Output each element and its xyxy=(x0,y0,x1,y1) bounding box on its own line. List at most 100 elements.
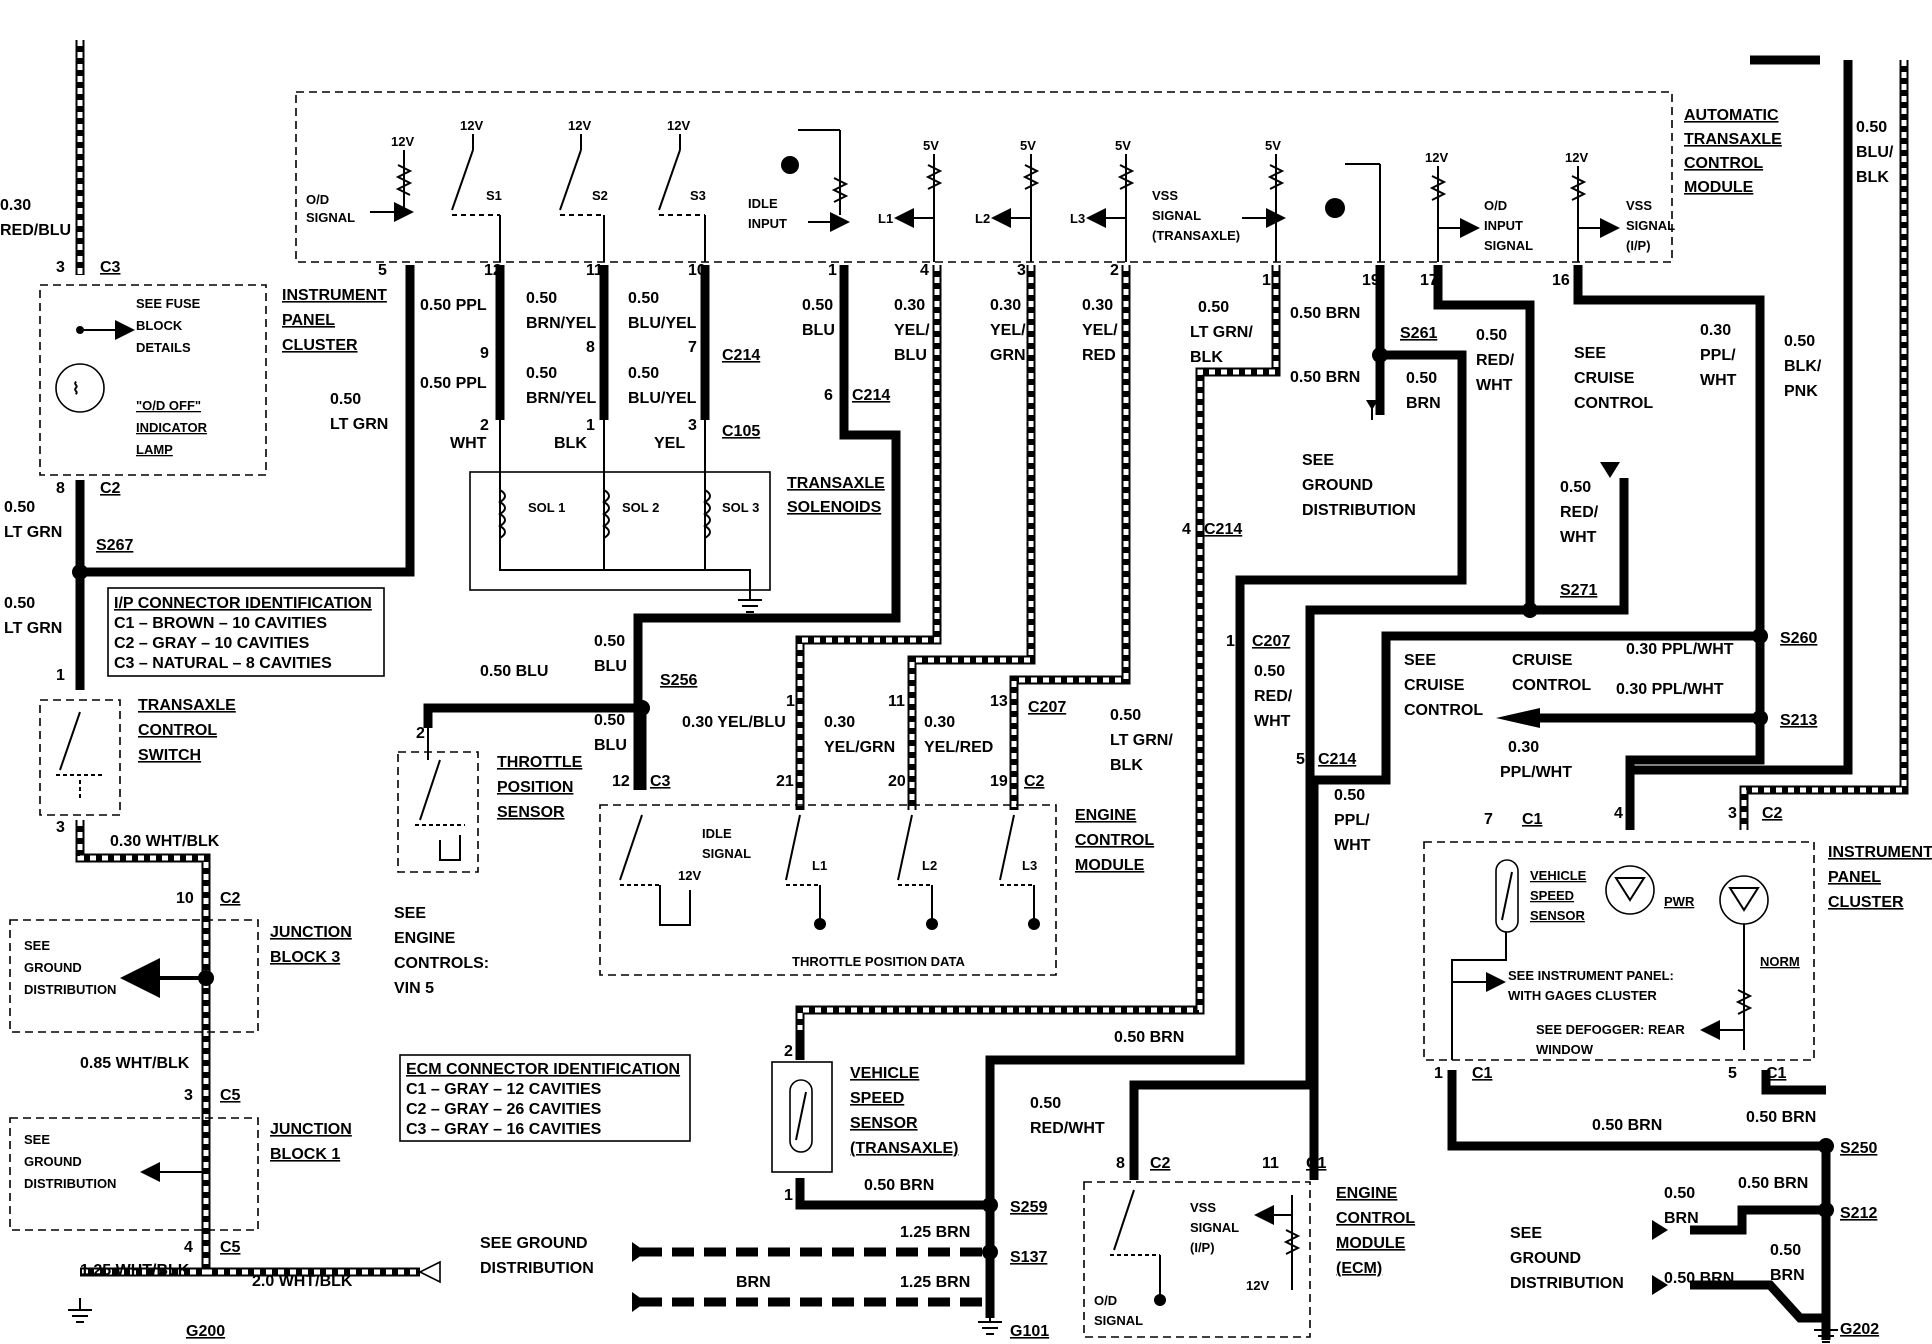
solenoid-box xyxy=(469,471,771,591)
jb3-label: JUNCTION BLOCK 3 xyxy=(270,924,352,966)
svg-text:SEE: SEE xyxy=(1404,652,1436,669)
svg-text:BRN: BRN xyxy=(1664,1210,1699,1227)
svg-text:PPL/WHT: PPL/WHT xyxy=(1500,764,1572,781)
svg-text:0.50: 0.50 xyxy=(1406,370,1437,387)
ecm-bot-box xyxy=(1083,1181,1311,1338)
svg-text:RED/WHT: RED/WHT xyxy=(1030,1120,1105,1137)
svg-text:CONTROL: CONTROL xyxy=(1574,395,1653,412)
svg-text:LT GRN: LT GRN xyxy=(4,620,62,637)
svg-text:21: 21 xyxy=(776,773,794,790)
vss-trans-label: VEHICLE SPEED SENSOR (TRANSAXLE) xyxy=(850,1065,958,1157)
ipc-right-box xyxy=(1423,841,1815,1061)
svg-text:"O/D OFF": "O/D OFF" xyxy=(136,398,201,413)
ip-connector-id-box xyxy=(107,587,385,677)
svg-text:INSTRUMENT: INSTRUMENT xyxy=(1828,844,1932,861)
svg-text:CONTROL: CONTROL xyxy=(1684,155,1763,172)
tcm-label: AUTOMATIC TRANSAXLE CONTROL MODULE xyxy=(1684,107,1782,196)
svg-text:S212: S212 xyxy=(1840,1205,1877,1222)
svg-text:0.30 PPL/WHT: 0.30 PPL/WHT xyxy=(1626,641,1734,658)
svg-text:MODULE: MODULE xyxy=(1684,179,1754,196)
svg-text:SEE INSTRUMENT PANEL:: SEE INSTRUMENT PANEL: xyxy=(1508,968,1674,983)
svg-text:5: 5 xyxy=(1296,751,1305,768)
svg-text:AUTOMATIC: AUTOMATIC xyxy=(1684,107,1779,124)
svg-text:2: 2 xyxy=(784,1043,793,1060)
svg-text:CLUSTER: CLUSTER xyxy=(1828,894,1904,911)
svg-text:VIN 5: VIN 5 xyxy=(394,980,434,997)
svg-text:S2: S2 xyxy=(592,188,608,203)
svg-text:DISTRIBUTION: DISTRIBUTION xyxy=(480,1260,594,1277)
svg-text:10: 10 xyxy=(176,890,194,907)
svg-text:SIGNAL: SIGNAL xyxy=(306,210,355,225)
svg-text:⌇: ⌇ xyxy=(72,380,80,398)
svg-text:GROUND: GROUND xyxy=(24,960,82,975)
svg-text:TRANSAXLE: TRANSAXLE xyxy=(1684,131,1782,148)
svg-text:POSITION: POSITION xyxy=(497,779,573,796)
svg-text:MODULE: MODULE xyxy=(1075,857,1145,874)
svg-text:0.50 PPL: 0.50 PPL xyxy=(420,375,487,392)
svg-text:VSS: VSS xyxy=(1152,188,1178,203)
svg-text:C214: C214 xyxy=(722,347,760,364)
svg-text:0.85 WHT/BLK: 0.85 WHT/BLK xyxy=(80,1055,190,1072)
svg-text:12: 12 xyxy=(612,773,630,790)
svg-text:GROUND: GROUND xyxy=(1510,1250,1581,1267)
svg-text:BLU: BLU xyxy=(594,737,627,754)
svg-text:SIGNAL: SIGNAL xyxy=(1626,218,1675,233)
svg-text:0.50: 0.50 xyxy=(628,365,659,382)
jb-ground-notes: SEE GROUND DISTRIBUTION SEE GROUND DISTR… xyxy=(24,938,206,1191)
svg-text:S259: S259 xyxy=(1010,1199,1047,1216)
svg-text:BLU: BLU xyxy=(594,658,627,675)
svg-text:WHT: WHT xyxy=(1254,713,1291,730)
svg-text:ENGINE: ENGINE xyxy=(1336,1185,1398,1202)
svg-text:12V: 12V xyxy=(667,118,690,133)
svg-text:0.30: 0.30 xyxy=(0,197,31,214)
svg-text:IDLE: IDLE xyxy=(702,826,732,841)
svg-text:1: 1 xyxy=(1434,1065,1443,1082)
svg-text:1: 1 xyxy=(56,667,65,684)
svg-text:0.30: 0.30 xyxy=(824,714,855,731)
svg-text:0.50: 0.50 xyxy=(1856,119,1887,136)
svg-text:THROTTLE POSITION DATA: THROTTLE POSITION DATA xyxy=(792,954,965,969)
svg-text:RED: RED xyxy=(1082,347,1116,364)
svg-text:PWR: PWR xyxy=(1664,894,1695,909)
svg-text:DISTRIBUTION: DISTRIBUTION xyxy=(1302,502,1416,519)
svg-text:RED/: RED/ xyxy=(1560,504,1599,521)
svg-text:C214: C214 xyxy=(852,387,890,404)
svg-text:S1: S1 xyxy=(486,188,502,203)
svg-text:SIGNAL: SIGNAL xyxy=(1094,1313,1143,1328)
svg-text:LT GRN/: LT GRN/ xyxy=(1190,324,1253,341)
svg-text:1: 1 xyxy=(828,262,837,279)
svg-text:PPL/: PPL/ xyxy=(1700,347,1736,364)
svg-text:O/D: O/D xyxy=(306,192,329,207)
svg-text:ECM CONNECTOR IDENTIFICATION: ECM CONNECTOR IDENTIFICATION xyxy=(406,1061,680,1078)
svg-text:BLU/: BLU/ xyxy=(1856,144,1894,161)
ground-symbols xyxy=(68,1298,1838,1343)
svg-text:0.50 BRN: 0.50 BRN xyxy=(1290,369,1360,386)
svg-text:SPEED: SPEED xyxy=(1530,888,1574,903)
svg-text:BRN/YEL: BRN/YEL xyxy=(526,315,596,332)
svg-text:L3: L3 xyxy=(1022,858,1037,873)
tps-label: THROTTLE POSITION SENSOR xyxy=(497,754,583,821)
svg-text:5V: 5V xyxy=(1115,138,1131,153)
svg-text:C1: C1 xyxy=(1306,1155,1327,1172)
svg-text:GROUND: GROUND xyxy=(1302,477,1373,494)
svg-text:12V: 12V xyxy=(1246,1278,1269,1293)
svg-text:C3: C3 xyxy=(650,773,671,790)
svg-text:1: 1 xyxy=(784,1187,793,1204)
svg-text:JUNCTION: JUNCTION xyxy=(270,1121,352,1138)
svg-text:0.30: 0.30 xyxy=(1700,322,1731,339)
svg-text:SEE: SEE xyxy=(1510,1225,1542,1242)
vss-trans-symbol xyxy=(789,1079,813,1153)
svg-text:S250: S250 xyxy=(1840,1140,1877,1157)
svg-text:PNK: PNK xyxy=(1784,383,1818,400)
svg-text:DETAILS: DETAILS xyxy=(136,340,191,355)
svg-text:0.50: 0.50 xyxy=(1030,1095,1061,1112)
svg-text:VEHICLE: VEHICLE xyxy=(850,1065,920,1082)
svg-text:SENSOR: SENSOR xyxy=(497,804,565,821)
svg-text:BLU: BLU xyxy=(802,322,835,339)
svg-text:0.50: 0.50 xyxy=(628,290,659,307)
svg-text:S213: S213 xyxy=(1780,712,1817,729)
svg-text:0.50 BRN: 0.50 BRN xyxy=(1592,1117,1662,1134)
svg-text:SEE GROUND: SEE GROUND xyxy=(480,1235,588,1252)
svg-text:L2: L2 xyxy=(975,211,990,226)
svg-text:(ECM): (ECM) xyxy=(1336,1260,1382,1277)
